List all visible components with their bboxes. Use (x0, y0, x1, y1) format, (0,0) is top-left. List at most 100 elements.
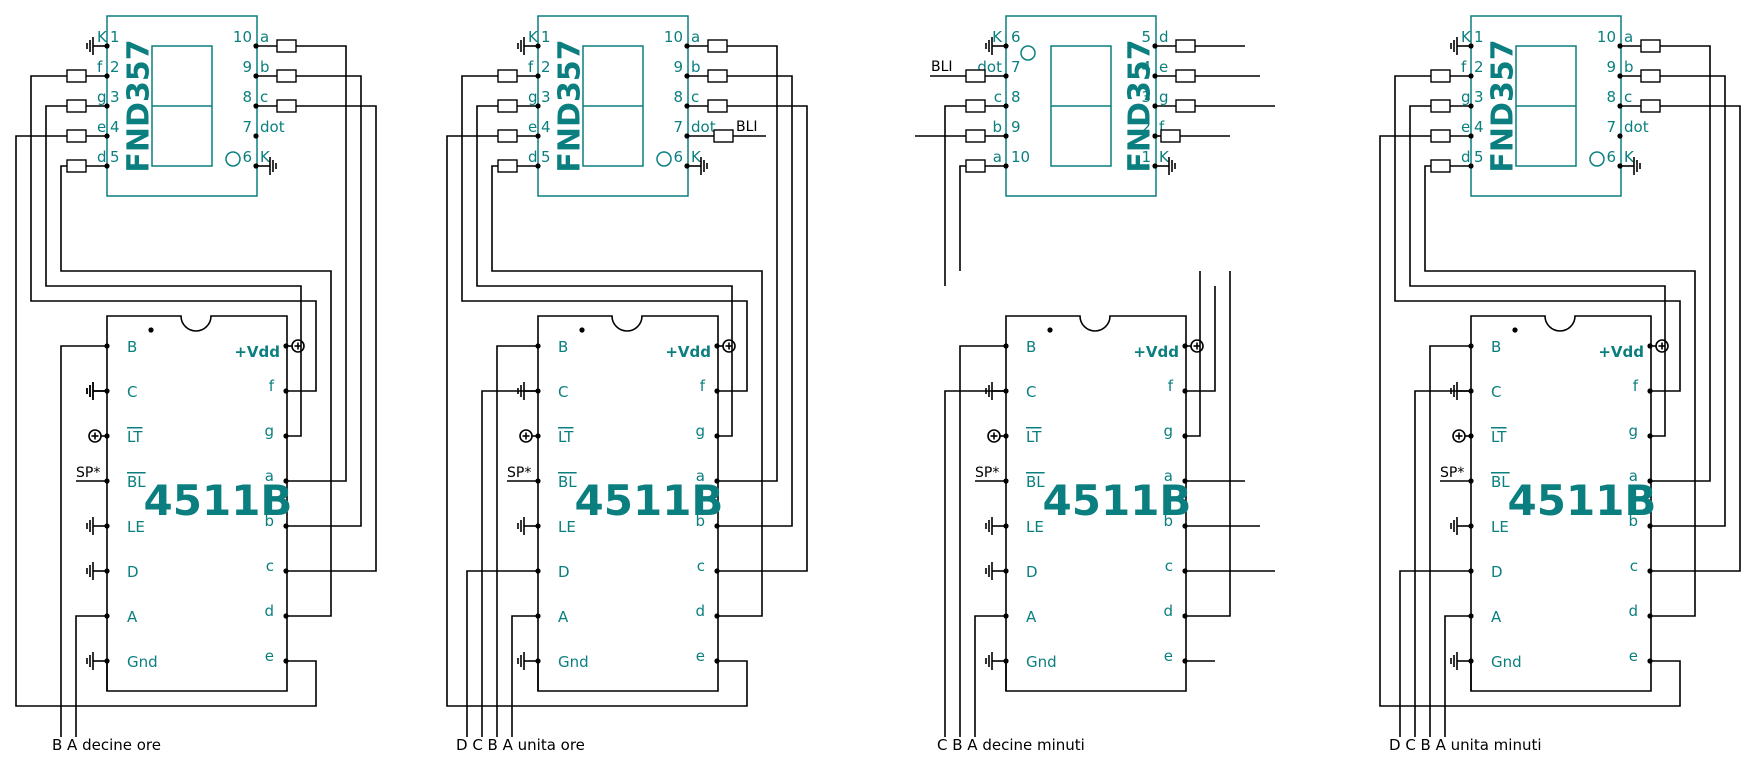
pin-number-label: 4 (1474, 118, 1484, 136)
wire (1650, 45, 1711, 482)
pin-name-label: f (97, 58, 103, 76)
sp-label: SP* (1440, 465, 1464, 481)
chip-pin-label-b: B (127, 338, 137, 356)
wire (1185, 286, 1216, 392)
wire (1429, 345, 1471, 737)
chip-pin-label-e: e (1629, 647, 1638, 665)
vdd-plus-icon (88, 429, 102, 443)
vdd-plus-icon (722, 339, 736, 353)
chip-pin-label-f: f (269, 377, 275, 395)
chip-pin-label-bl: BL (127, 473, 146, 491)
pin-name-label: K (260, 148, 271, 166)
pin-number-label: 9 (1011, 118, 1021, 136)
pin-number-label: 7 (242, 118, 252, 136)
resistor (1160, 129, 1181, 143)
pin-name-label: a (1624, 28, 1633, 46)
chip-pin-label-c: c (266, 557, 274, 575)
pin-name-label: c (260, 88, 268, 106)
pin-name-label: K (1461, 28, 1472, 46)
vdd-plus-icon (519, 429, 533, 443)
chip-pin-label-a: a (265, 467, 274, 485)
wire (60, 165, 332, 617)
chip-body (1470, 315, 1652, 692)
ground-icon (985, 562, 1006, 580)
chip-pin-label-lt: LT (127, 428, 143, 446)
pin-number-label: 1 (1474, 28, 1484, 46)
wire (75, 615, 107, 737)
chip-pin-label-c: C (558, 383, 568, 401)
wire (959, 165, 966, 271)
pin-name-label: e (97, 118, 106, 136)
wiring (15, 45, 377, 737)
junction-dot (253, 133, 259, 139)
wire (1414, 390, 1471, 737)
chip-part-label: 4511B (1043, 476, 1192, 525)
pin-name-label: a (993, 148, 1002, 166)
ground-icon (517, 37, 538, 55)
chip-body (106, 315, 288, 692)
chip-pin-label-lt: LT (1491, 428, 1507, 446)
chip-body (1005, 315, 1187, 692)
pin-name-label: e (1461, 118, 1470, 136)
resistor (276, 39, 297, 53)
resistor (1640, 39, 1661, 53)
pin-number-label: 4 (110, 118, 120, 136)
pin-name-label: f (1159, 118, 1165, 136)
chip-pin-label-a: a (1164, 467, 1173, 485)
pin-number-label: 3 (1141, 88, 1151, 106)
ground-icon (985, 37, 1006, 55)
pin-number-label: 3 (1474, 88, 1484, 106)
pin-number-label: 6 (242, 148, 252, 166)
pin-name-label: g (1159, 88, 1169, 106)
resistor (497, 129, 518, 143)
pin-number-label: 9 (242, 58, 252, 76)
resistor (713, 129, 734, 143)
junction-dot (1512, 327, 1518, 333)
vdd-plus-icon (1190, 339, 1204, 353)
wire (476, 105, 733, 437)
resistor (1640, 99, 1661, 113)
pin-name-label: a (260, 28, 269, 46)
pin-name-label: K (1159, 148, 1170, 166)
wire (944, 105, 966, 286)
input-caption-unita-minuti: D C B A unita minuti (1389, 736, 1542, 754)
vdd-plus-icon (1655, 339, 1669, 353)
input-caption-decine-minuti: C B A decine minuti (937, 736, 1085, 754)
wire (286, 75, 362, 527)
resistor (965, 69, 986, 83)
ground-icon (86, 37, 107, 55)
bli-label: BLI (736, 119, 758, 135)
ground-icon (1450, 652, 1471, 670)
ground-icon (86, 517, 107, 535)
pin-name-label: b (691, 58, 701, 76)
chip-pin-label-e: e (1164, 647, 1173, 665)
chip-pin-label-le: LE (558, 518, 576, 536)
pin-name-label: a (691, 28, 700, 46)
resistor (707, 69, 728, 83)
resistor (707, 39, 728, 53)
pin-number-label: 5 (541, 148, 551, 166)
chip-pin-label-e: e (696, 647, 705, 665)
resistor (1640, 69, 1661, 83)
chip-pin-label-a: a (1629, 467, 1638, 485)
pin-name-label: b (992, 118, 1002, 136)
resistor (66, 69, 87, 83)
ground-icon (1620, 157, 1641, 175)
ground-icon (517, 652, 538, 670)
orientation-circle (1589, 151, 1605, 167)
wire (511, 615, 538, 737)
pin-name-label: c (994, 88, 1002, 106)
pin-number-label: 4 (1141, 58, 1151, 76)
resistor (276, 99, 297, 113)
pin-number-label: 5 (110, 148, 120, 166)
chip-pin-label-le: LE (127, 518, 145, 536)
pin-name-label: b (260, 58, 270, 76)
chip-pin-label-gnd: Gnd (1026, 653, 1057, 671)
chip-pin-label-gnd: Gnd (1491, 653, 1522, 671)
pin-number-label: 10 (1011, 148, 1030, 166)
pin-number-label: 9 (1606, 58, 1616, 76)
junction-dot (1617, 133, 1623, 139)
pin-number-label: 7 (1011, 58, 1021, 76)
wire (60, 345, 107, 737)
